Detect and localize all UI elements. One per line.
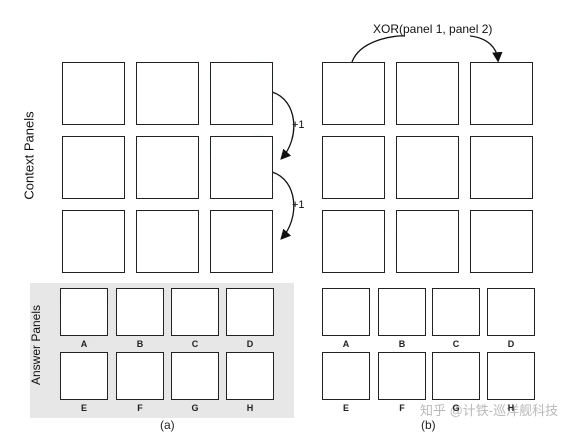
context-panels-label: Context Panels xyxy=(21,111,37,200)
context-panel-a-r2c3 xyxy=(210,136,273,199)
answer-letter-a: A xyxy=(80,339,88,349)
answer-panel-b-4 xyxy=(487,288,535,336)
answer-letter-b: B xyxy=(398,339,406,349)
context-panel-b-r3c1 xyxy=(322,210,385,273)
context-panel-b-r1c2 xyxy=(396,62,459,125)
context-panel-b-r2c3 xyxy=(470,136,533,199)
context-panel-a-r3c3 xyxy=(210,210,273,273)
answer-letter-b: E xyxy=(342,403,349,413)
context-panel-a-r3c2 xyxy=(136,210,199,273)
context-panel-a-r2c2 xyxy=(136,136,199,199)
answer-letter-a: E xyxy=(80,403,87,413)
rule-arrow-1 xyxy=(271,91,295,160)
context-panel-a-r2c1 xyxy=(62,136,125,199)
answer-letter-b: C xyxy=(452,339,460,349)
answer-panel-a-3 xyxy=(171,288,219,336)
answer-letter-a: F xyxy=(137,403,143,413)
caption-a: (a) xyxy=(160,418,175,432)
answer-panel-b-2 xyxy=(378,288,426,336)
caption-b: (b) xyxy=(421,418,436,432)
context-panel-a-r3c1 xyxy=(62,210,125,273)
xor-arrow-right xyxy=(469,35,503,63)
answer-letter-a: G xyxy=(191,403,199,413)
context-panel-b-r1c1 xyxy=(322,62,385,125)
answer-panel-a-1 xyxy=(60,288,108,336)
context-panel-b-r3c3 xyxy=(470,210,533,273)
answer-letter-b: A xyxy=(342,339,350,349)
answer-panel-b-5 xyxy=(322,352,370,400)
answer-letter-a: H xyxy=(246,403,254,413)
xor-arrow-left xyxy=(351,35,406,63)
answer-panel-b-7 xyxy=(432,352,480,400)
answer-panel-a-4 xyxy=(226,288,274,336)
answer-panel-a-7 xyxy=(171,352,219,400)
rule-arrow-2 xyxy=(271,171,295,240)
context-panel-b-r1c3 xyxy=(470,62,533,125)
answer-letter-b: F xyxy=(399,403,405,413)
context-panel-a-r1c3 xyxy=(210,62,273,125)
context-panel-b-r3c2 xyxy=(396,210,459,273)
answer-letter-a: C xyxy=(191,339,199,349)
answer-letter-b: G xyxy=(452,403,460,413)
answer-panels-label: Answer Panels xyxy=(29,304,44,386)
answer-letter-b: D xyxy=(507,339,515,349)
answer-letter-a: D xyxy=(246,339,254,349)
rule-label-1: +1 xyxy=(292,119,305,131)
answer-panel-a-5 xyxy=(60,352,108,400)
rule-label-2: +1 xyxy=(292,199,305,211)
answer-panel-a-2 xyxy=(116,288,164,336)
context-panel-a-r1c1 xyxy=(62,62,125,125)
answer-panel-a-8 xyxy=(226,352,274,400)
answer-panel-b-6 xyxy=(378,352,426,400)
answer-panel-a-6 xyxy=(116,352,164,400)
answer-panel-b-1 xyxy=(322,288,370,336)
context-panel-a-r1c2 xyxy=(136,62,199,125)
answer-panel-b-3 xyxy=(432,288,480,336)
answer-letter-b: H xyxy=(507,403,515,413)
answer-panel-b-8 xyxy=(487,352,535,400)
context-panel-b-r2c2 xyxy=(396,136,459,199)
xor-title: XOR(panel 1, panel 2) xyxy=(373,22,493,36)
context-panel-b-r2c1 xyxy=(322,136,385,199)
answer-letter-a: B xyxy=(136,339,144,349)
watermark: 知乎 @计铁-巡洋舰科技 xyxy=(420,403,559,418)
